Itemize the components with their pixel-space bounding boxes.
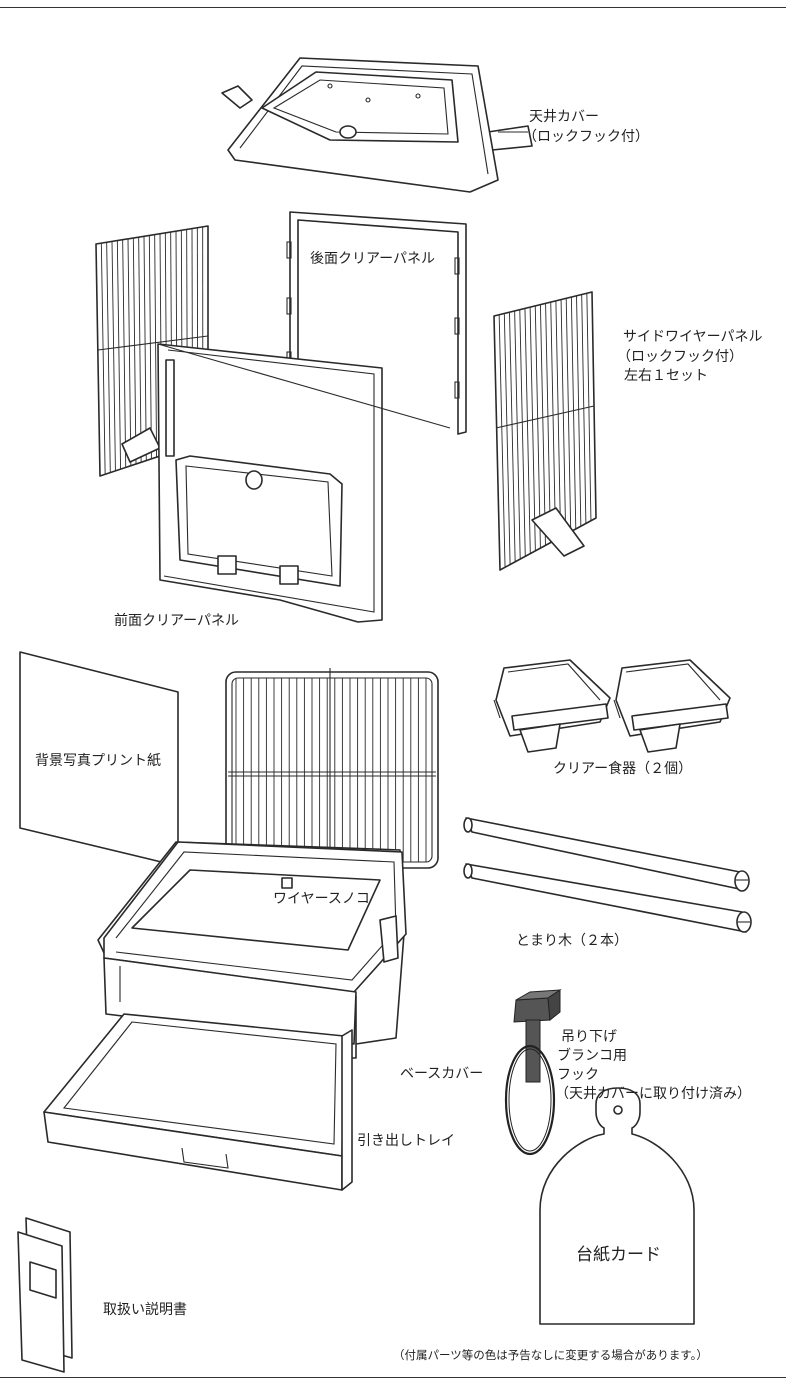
mount-card-label: 台紙カード: [576, 1245, 661, 1265]
tray-label: 引き出しトレイ: [357, 1133, 455, 1149]
feeder-label: クリアー食器（２個）: [553, 761, 693, 777]
hook-label-line-4: （天井カバーに取り付け済み）: [555, 1086, 751, 1102]
wire-floor-illustration: [225, 668, 439, 874]
footnote: （付属パーツ等の色は予告なしに変更する場合があります。）: [393, 1348, 708, 1362]
hook-label-line-3: フック: [557, 1067, 599, 1083]
manual-label: 取扱い説明書: [103, 1302, 187, 1318]
roof-cover-label: 天井カバー: [529, 109, 599, 125]
feeder-illustration-1: [493, 659, 611, 753]
top-rule: [0, 7, 786, 8]
hook-label-line-1: 吊り下げ: [561, 1029, 617, 1045]
bottom-rule: [0, 1377, 786, 1378]
roof-cover-illustration: [221, 57, 533, 193]
perch-illustration-2: [463, 863, 752, 933]
tray-illustration: [43, 1013, 353, 1191]
hook-illustration: [504, 989, 562, 1156]
roof-cover-note: （ロックフック付）: [523, 129, 649, 145]
right-side-wire-panel-illustration: [493, 291, 597, 571]
manual-illustration: [17, 1217, 73, 1373]
feeder-illustration-2: [613, 659, 731, 753]
side-panel-note-1: （ロックフック付）: [617, 349, 743, 365]
side-panel-label: サイドワイヤーパネル: [623, 329, 763, 345]
rear-panel-label: 後面クリアーパネル: [310, 251, 436, 267]
mount-card-illustration: [539, 1087, 695, 1325]
perch-label: とまり木（２本）: [516, 933, 628, 949]
base-cover-label: ベースカバー: [400, 1066, 484, 1082]
background-paper-label: 背景写真プリント紙: [35, 753, 161, 769]
front-panel-illustration: [157, 343, 451, 623]
base-cover-illustration: [97, 841, 407, 1059]
hook-label-line-2: ブランコ用: [557, 1048, 627, 1064]
side-panel-note-2: 左右１セット: [624, 368, 708, 384]
front-panel-label: 前面クリアーパネル: [114, 613, 240, 629]
perch-illustration-1: [463, 817, 750, 892]
wire-floor-label: ワイヤースノコ: [273, 891, 370, 907]
